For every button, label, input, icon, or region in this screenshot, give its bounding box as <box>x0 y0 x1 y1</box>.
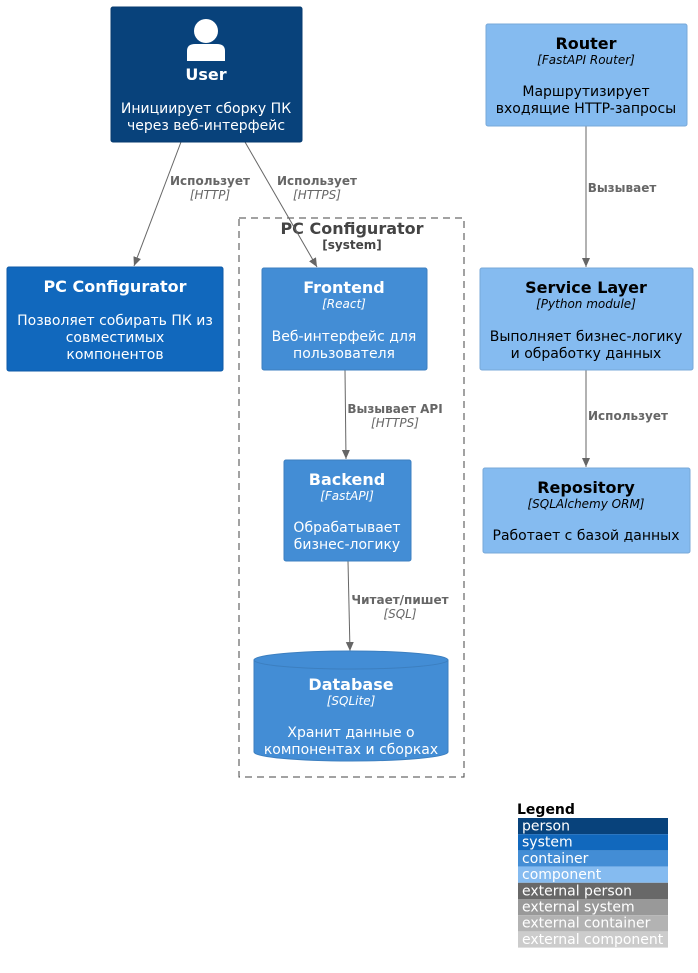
legend-swatch <box>518 866 668 883</box>
node-description: Веб-интерфейс для <box>272 329 417 345</box>
boundary-title: PC Configurator <box>280 219 423 238</box>
node-description: компонентов <box>66 347 163 363</box>
node-technology: [React] <box>322 297 366 311</box>
node-description: пользователя <box>293 346 395 362</box>
edge-frontend-backend: Вызывает API [HTTPS] <box>341 369 443 460</box>
edge-label: Использует <box>170 174 250 188</box>
legend: Legend personsystemcontainercomponentext… <box>517 802 668 948</box>
legend-label: component <box>522 867 602 883</box>
node-technology: [FastAPI Router] <box>537 53 635 67</box>
edge-label: Читает/пишет <box>351 593 448 607</box>
node-title: Router <box>555 34 616 53</box>
repository-node: Repository [SQLAlchemy ORM] Работает с б… <box>482 467 691 554</box>
legend-item: external person <box>518 882 668 899</box>
node-description: Инициирует сборку ПК <box>121 101 291 117</box>
node-description: Позволяет собирать ПК из <box>17 313 213 329</box>
node-technology: [SQLAlchemy ORM] <box>528 497 645 511</box>
edge-backend-database: Читает/пишет [SQL] <box>345 560 449 652</box>
legend-item: component <box>518 866 668 883</box>
pc-configurator-system-node: PC Configurator Позволяет собирать ПК из… <box>6 266 224 372</box>
edge-label: Вызывает <box>588 181 657 195</box>
database-node: Database [SQLite] Хранит данные о компон… <box>253 650 449 762</box>
node-description: Обрабатывает <box>293 520 400 536</box>
edge-service-repository: Использует <box>582 370 668 467</box>
legend-label: system <box>522 835 573 851</box>
edge-tech: [HTTPS] <box>293 188 341 202</box>
node-title: Repository <box>537 478 635 497</box>
legend-label: external component <box>522 932 664 948</box>
legend-item: external system <box>518 899 668 916</box>
legend-swatch <box>518 818 668 835</box>
legend-item: external container <box>518 915 668 932</box>
legend-item: external component <box>518 931 668 948</box>
edge-tech: [HTTP] <box>190 188 231 202</box>
legend-swatch <box>518 834 668 851</box>
edge-tech: [SQL] <box>383 607 416 621</box>
legend-swatch <box>518 931 668 948</box>
edge-tech: [HTTPS] <box>371 416 419 430</box>
node-description: через веб-интерфейс <box>127 118 285 134</box>
edge-label: Вызывает API <box>347 402 442 416</box>
edge-user-system: Использует [HTTP] <box>133 141 250 267</box>
edge-router-service: Вызывает <box>582 126 657 267</box>
node-description: Работает с базой данных <box>493 528 680 544</box>
legend-item: container <box>518 850 668 867</box>
legend-swatch <box>518 915 668 932</box>
node-description: компонентах и сборках <box>264 742 438 758</box>
node-technology: [Python module] <box>536 297 636 311</box>
node-title: PC Configurator <box>43 277 186 296</box>
node-title: User <box>185 65 226 84</box>
node-technology: [SQLite] <box>327 694 376 708</box>
system-boundary: PC Configurator [system] <box>238 217 465 778</box>
router-node: Router [FastAPI Router] Маршрутизирует в… <box>485 23 688 127</box>
node-title: Frontend <box>303 278 385 297</box>
legend-title: Legend <box>517 802 575 818</box>
node-description: бизнес-логику <box>294 537 400 553</box>
legend-item: system <box>518 834 668 851</box>
frontend-node: Frontend [React] Веб-интерфейс для польз… <box>261 267 428 371</box>
node-technology: [FastAPI] <box>320 489 374 503</box>
legend-label: external container <box>522 916 651 932</box>
node-title: Backend <box>309 470 385 489</box>
legend-swatch <box>518 882 668 899</box>
node-description: Выполняет бизнес-логику <box>490 329 683 345</box>
node-description: входящие HTTP-запросы <box>496 101 677 117</box>
user-node: User Инициирует сборку ПК через веб-инте… <box>110 6 303 143</box>
legend-label: person <box>522 819 570 835</box>
edge-user-frontend: Использует [HTTPS] <box>244 141 357 268</box>
person-icon <box>187 19 225 61</box>
legend-swatch <box>518 850 668 867</box>
node-description: совместимых <box>66 330 165 346</box>
legend-label: external person <box>522 883 632 899</box>
boundary-type: [system] <box>322 238 381 252</box>
service-layer-node: Service Layer [Python module] Выполняет … <box>479 267 694 371</box>
edge-label: Использует <box>277 174 357 188</box>
node-description: Хранит данные о <box>287 725 414 741</box>
legend-label: external system <box>522 900 635 916</box>
edge-label: Использует <box>588 409 668 423</box>
legend-item: person <box>518 818 668 835</box>
node-title: Database <box>308 675 393 694</box>
node-description: и обработку данных <box>511 346 662 362</box>
legend-label: container <box>522 851 589 867</box>
node-title: Service Layer <box>525 278 647 297</box>
backend-node: Backend [FastAPI] Обрабатывает бизнес-ло… <box>283 459 412 562</box>
legend-swatch <box>518 899 668 916</box>
node-description: Маршрутизирует <box>522 84 649 100</box>
